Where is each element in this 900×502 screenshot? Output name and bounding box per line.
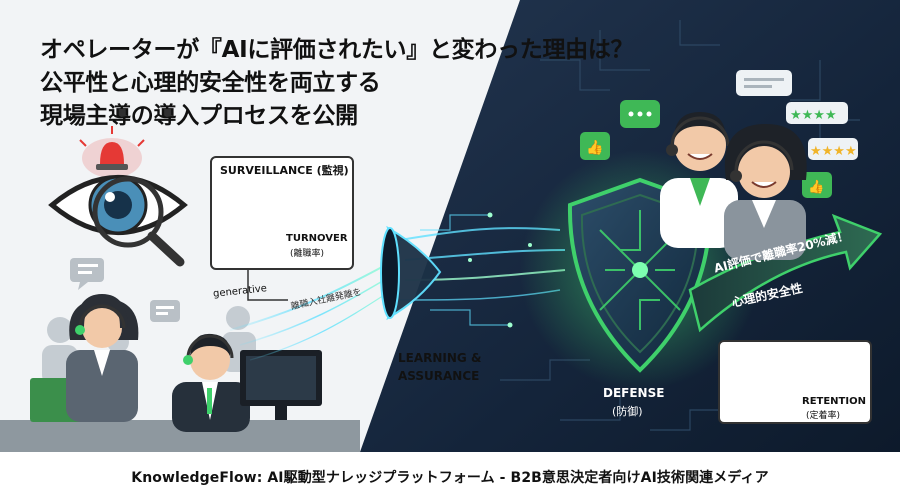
alarm-light-icon (79, 126, 145, 178)
connector-line (247, 270, 288, 301)
defense-sub-label: (防御) (612, 405, 643, 418)
happy-female-operator (724, 124, 807, 260)
happy-male-operator (660, 112, 738, 248)
growth-arrow (688, 213, 883, 333)
assurance-label: ASSURANCE (398, 369, 480, 383)
turnover-sub-label: (離職率) (290, 249, 325, 259)
chat-bubble-icon (70, 258, 180, 322)
surveillance-title: SURVEILLANCE (監視) (220, 164, 349, 177)
headline-line-1: オペレーターが『AIに評価されたい』と変わった理由は？ (40, 37, 634, 63)
surveillance-eye-icon (48, 175, 188, 235)
learning-label: LEARNING & (398, 351, 482, 365)
footer-text: KnowledgeFlow: AI駆動型ナレッジプラットフォーム - B2B意思… (131, 470, 769, 486)
retention-label: RETENTION (802, 396, 866, 407)
footer-bar: KnowledgeFlow: AI駆動型ナレッジプラットフォーム - B2B意思… (0, 452, 900, 502)
headline: オペレーターが『AIに評価されたい』と変わった理由は？ 公平性と心理的安全性を両… (40, 34, 634, 133)
thumbs-up-icon: 👍 👍 (580, 132, 832, 198)
chat-bubble-icon (620, 70, 792, 128)
svg-text:👍: 👍 (808, 179, 824, 195)
retention-card (718, 340, 872, 424)
retention-sub-label: (定着率) (806, 411, 841, 421)
female-operator (66, 293, 139, 422)
monitor-icon (240, 350, 322, 420)
svg-text:👍: 👍 (586, 139, 603, 156)
turnover-label: TURNOVER (286, 233, 348, 244)
male-operator (172, 333, 250, 432)
svg-text:★★★★: ★★★★ (810, 144, 857, 159)
svg-text:★★★★: ★★★★ (790, 108, 837, 123)
headline-line-2: 公平性と心理的安全性を両立する (40, 70, 381, 96)
star-rating-icon: ★★★★ ★★★★ (786, 102, 858, 160)
funnel-icon (380, 225, 442, 321)
headline-line-3: 現場主導の導入プロセスを公開 (40, 103, 358, 129)
magnifier-icon (92, 176, 185, 267)
surveillance-card (210, 156, 354, 270)
defense-label: DEFENSE (603, 386, 665, 400)
